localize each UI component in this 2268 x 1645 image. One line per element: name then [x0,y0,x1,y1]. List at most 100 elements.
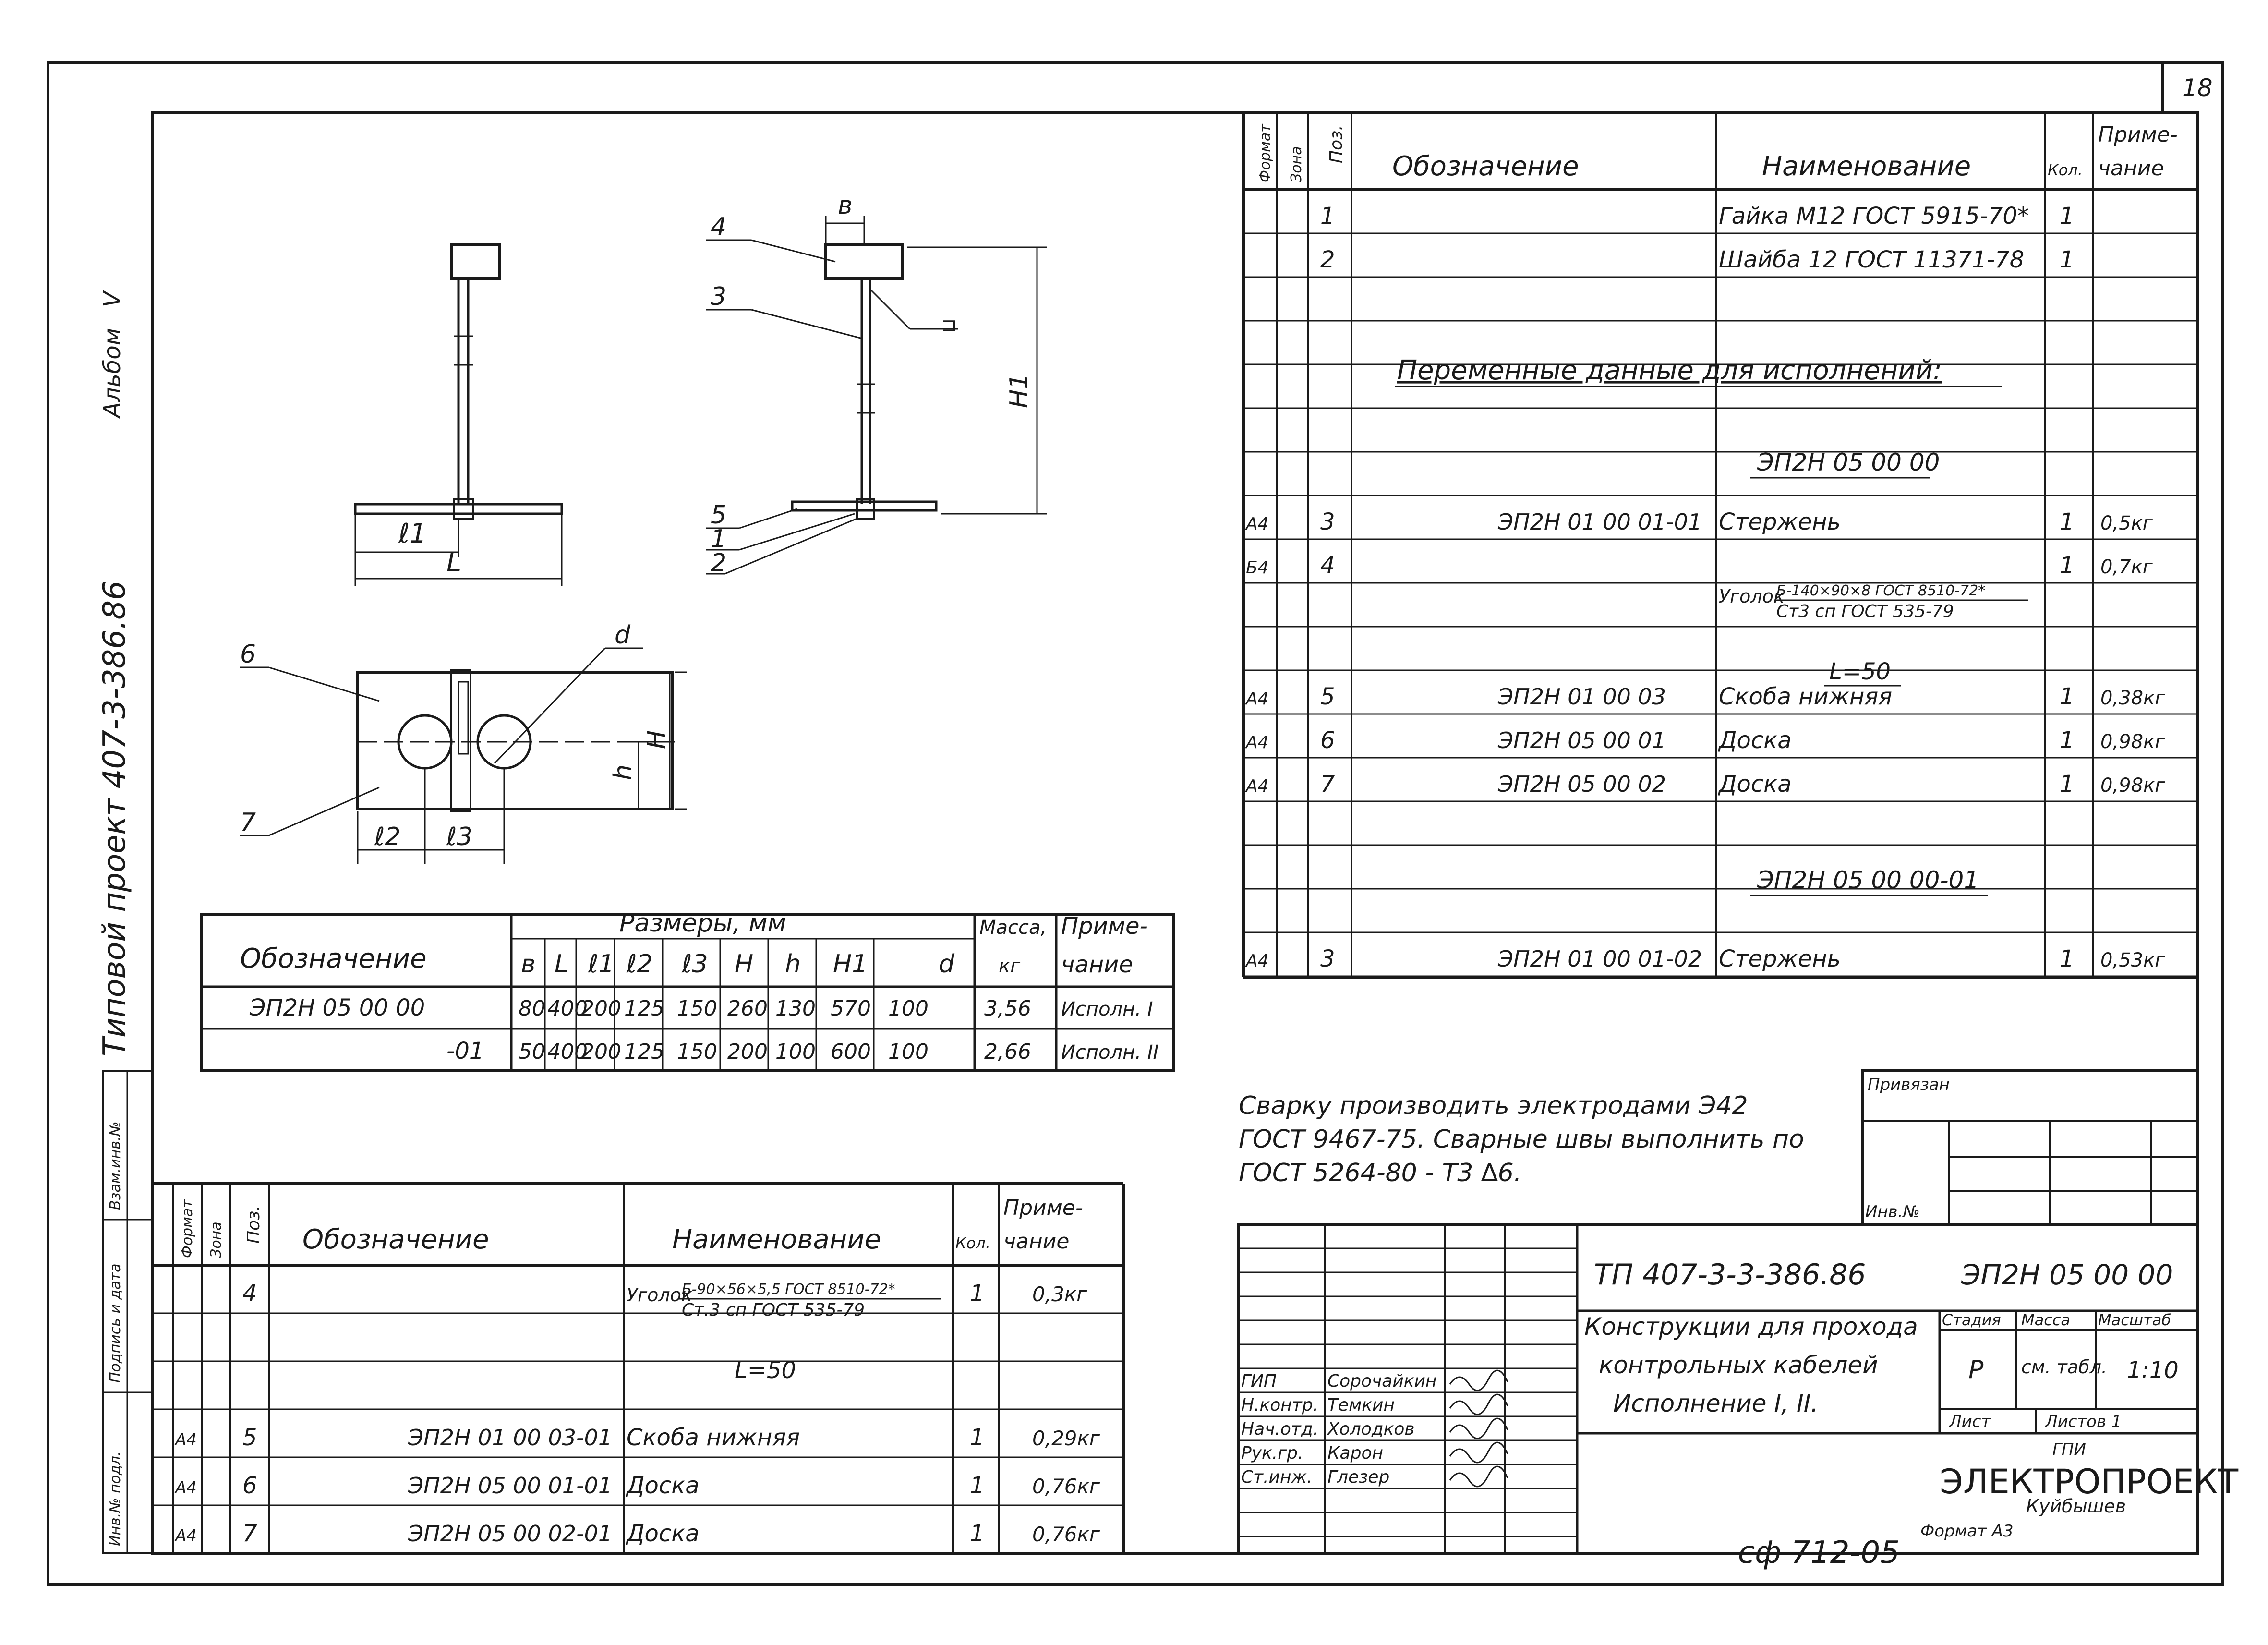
spec-right-ugolok-top: Б-140×90×8 ГОСТ 8510-72* [1776,582,1985,599]
spec-right-h-qty: Кол. [2048,161,2083,179]
spec-right-cell-name: Доска [1718,771,1792,798]
sheet-number: 18 [2182,74,2213,102]
signature [1449,1369,1508,1391]
col-l3: ℓ3 [681,950,708,979]
welding-note-line-1: Сварку производить электродами Э42 [1239,1091,1748,1120]
spec-right-h-name: Наименование [1762,151,1971,182]
dim-table-h-designation: Обозначение [240,943,427,974]
spec-right-cell-note: 0,98кг [2100,774,2165,797]
spec-right-cell-designation: ЭП2Н 01 00 01-02 [1497,946,1702,972]
spec-left-cell-pos: 6 [242,1472,257,1499]
row1-designation: ЭП2Н 05 00 00 [249,994,425,1021]
signature [1449,1393,1508,1415]
stamp-sheets-label: Листов 1 [2044,1412,2122,1431]
spec-right-cell-name: Скоба нижняя [1719,683,1892,710]
weld-symbol: ⊐ [941,314,957,336]
inv-label: Инв.№ [1865,1202,1920,1222]
spec-left-cell-note: 0,29кг [1032,1427,1100,1450]
spec-right-cell-pos: 1 [1320,203,1335,230]
spec-left-h-name: Наименование [672,1224,881,1255]
spec-right-cell-qty: 1 [2060,945,2075,972]
stamp-role: Н.контр. [1241,1395,1318,1415]
stamp-role: Ст.инж. [1241,1467,1312,1487]
spec-left-cell-name: Доска [626,1472,700,1499]
spec-right-exec1: ЭП2Н 05 00 00 [1757,448,1940,476]
dim-table-h-sizes: Размеры, мм [619,909,786,938]
spec-left-h-qty: Кол. [955,1234,990,1252]
dim-b: в [838,191,853,220]
signature [1449,1417,1508,1439]
project-label: Типовой проект 407-3-386.86 [97,581,133,1056]
stamp-sheet-label: Лист [1948,1412,1991,1431]
spec-left-grid [153,1182,1125,1553]
row1-note: Исполн. I [1061,998,1153,1020]
spec-right-h-format: Формат [1257,123,1274,182]
dim-H: H [642,730,671,749]
spec-right-h-pos: Поз. [1327,125,1346,163]
spec-right-cell-name: Доска [1718,727,1792,754]
drawing-view-plan [240,647,687,864]
stamp-person-name: Темкин [1327,1395,1395,1415]
drawing-view-right [706,216,1047,575]
side-labels: Альбом V Типовой проект 407-3-386.86 [97,290,133,1056]
privyazan-label: Привязан [1868,1075,1950,1094]
footer-format: Формат А3 [1920,1522,2014,1541]
row2-H1: 600 [831,1040,871,1064]
spec-right-cell-name: Гайка М12 ГОСТ 5915-70* [1719,203,2029,230]
spec-right-cell-pos: 2 [1320,246,1335,273]
spec-left-cell-name: Скоба нижняя [627,1424,800,1451]
spec-left-cell-note: 0,76кг [1032,1523,1100,1546]
callout-7: 7 [240,808,256,837]
row2-l1: 200 [581,1040,621,1064]
spec-right-cell-designation: ЭП2Н 01 00 01-01 [1497,509,1702,535]
spec-right-cell-format: А4 [1245,689,1269,709]
spec-right-cell-designation: ЭП2Н 01 00 03 [1497,684,1666,710]
stamp-title-2: контрольных кабелей [1599,1351,1878,1379]
row1-d: 100 [888,996,929,1021]
row2-L: 400 [547,1040,588,1064]
stamp-stage-label: Стадия [1942,1311,2001,1329]
row2-H: 200 [727,1040,768,1064]
side-cell-1: Взам.инв.№ [107,1121,124,1210]
spec-left-cell-qty: 1 [970,1280,985,1307]
callout-2: 2 [711,549,726,578]
stamp-scale: 1:10 [2127,1357,2179,1384]
spec-right-cell-designation: ЭП2Н 05 00 02 [1497,771,1666,797]
album-label: Альбом [99,328,126,419]
title-block [1237,1223,2199,1555]
spec-right-exec2: ЭП2Н 05 00 00-01 [1757,866,1979,894]
spec-left-cell-note: 0,76кг [1032,1475,1100,1498]
spec-right-cell-pos: 5 [1320,683,1335,710]
row2-d: 100 [888,1040,929,1064]
spec-right-cell-name: Стержень [1719,945,1841,972]
dim-table-row-1: ЭП2Н 05 00 00 80 400 200 125 150 260 130… [249,994,1153,1021]
spec-right-cell-pos: 7 [1320,771,1335,798]
stamp-code: ТП 407-3-3-386.86 [1594,1258,1866,1292]
spec-right-cell-pos: 3 [1320,508,1335,535]
callout-1: 1 [711,525,726,554]
dim-l3: ℓ3 [446,822,473,851]
row2-b: 50 [519,1040,545,1064]
spec-right-L50: L=50 [1829,658,1891,685]
drawing-view-left [354,243,563,586]
spec-right-cell-pos: 6 [1320,727,1335,754]
col-l1: ℓ1 [588,950,615,979]
signature [1449,1465,1508,1488]
stamp-org-2: ЭЛЕКТРОПРОЕКТ [1940,1462,2238,1501]
row2-l2: 125 [624,1040,664,1064]
spec-left-cell-format: А4 [174,1478,197,1498]
spec-left-cell-designation: ЭП2Н 05 00 01-01 [408,1473,612,1499]
dim-L: L [446,547,461,578]
spec-left-cell-pos: 4 [242,1280,257,1307]
spec-left-cell-designation: ЭП2Н 01 00 03-01 [408,1425,612,1451]
stamp-stage: Р [1968,1355,1984,1384]
side-cell-3: Инв.№ подл. [107,1451,124,1546]
dim-d: d [615,621,631,650]
welding-note-line-3: ГОСТ 5264-80 - Т3 ∆6. [1239,1159,1521,1187]
spec-left-cell-qty: 1 [970,1424,985,1451]
spec-right-row-lines [1243,232,2198,977]
